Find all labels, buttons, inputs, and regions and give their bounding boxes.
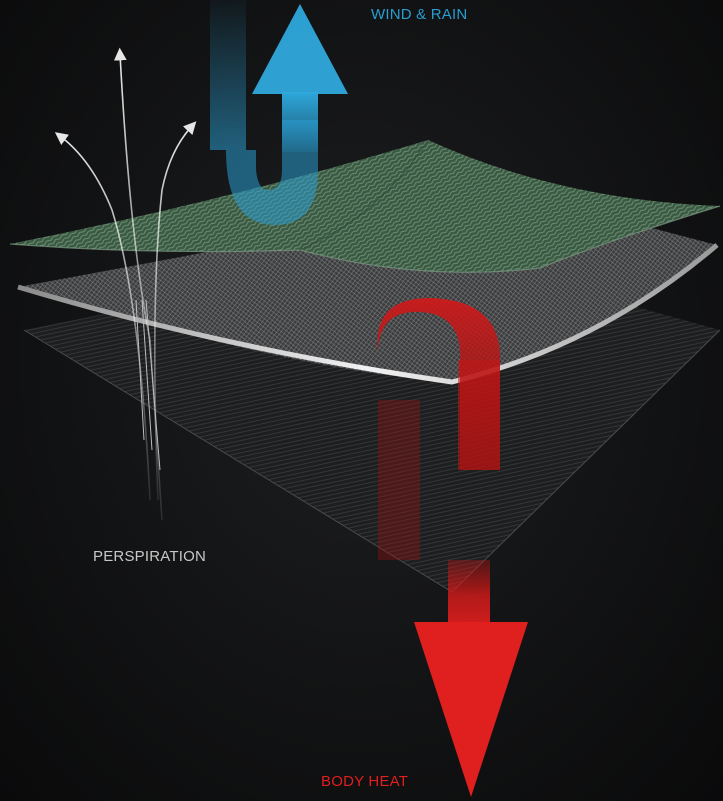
perspiration-label: PERSPIRATION	[93, 548, 206, 565]
body-heat-arrow	[378, 400, 528, 797]
body-heat-label: BODY HEAT	[321, 773, 409, 790]
body-heat-arc	[377, 298, 500, 470]
wind-rain-arrow	[210, 0, 348, 225]
perspiration-vapor-arrows	[54, 47, 197, 521]
wind-rain-label: WIND & RAIN	[371, 6, 468, 23]
